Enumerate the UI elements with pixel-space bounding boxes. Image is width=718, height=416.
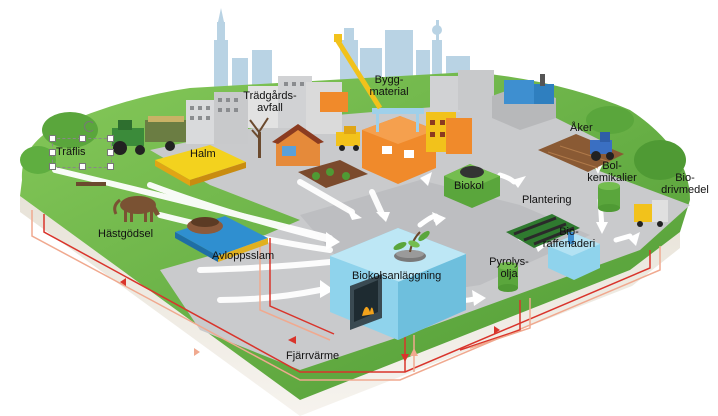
label-line: avfall	[240, 102, 300, 114]
resize-handle[interactable]	[107, 135, 114, 142]
tank-icon	[598, 182, 620, 212]
label-pyrolysolja: Pyrolys- olja	[484, 256, 534, 280]
resize-handle[interactable]	[107, 163, 114, 170]
label-line: Bol-	[584, 160, 640, 172]
feeding-trough	[76, 182, 106, 186]
resize-handle[interactable]	[49, 163, 56, 170]
label-line: Bio-	[534, 226, 604, 238]
rotate-handle-icon[interactable]	[84, 121, 95, 132]
resize-handle[interactable]	[49, 149, 56, 156]
label-line: raffenaderi	[534, 238, 604, 250]
yellow-building	[426, 112, 472, 154]
label-plantering: Plantering	[522, 194, 572, 206]
label-halm: Halm	[190, 148, 216, 160]
resize-handle[interactable]	[79, 163, 86, 170]
label-tradgardsavfall: Trädgårds- avfall	[240, 90, 300, 114]
label-line: material	[364, 86, 414, 98]
label-aker: Åker	[570, 122, 593, 134]
label-line: Bio-	[660, 172, 710, 184]
label-hastgodsel: Hästgödsel	[98, 228, 153, 240]
label-line: Pyrolys-	[484, 256, 534, 268]
label-biodrivmedel: Bio- drivmedel	[660, 172, 710, 196]
resize-handle[interactable]	[49, 135, 56, 142]
label-line: olja	[484, 268, 534, 280]
label-biokolsanlaggning: Biokolsanläggning	[352, 270, 441, 282]
resize-handle[interactable]	[107, 149, 114, 156]
label-bioraffinaderi: Bio- raffenaderi	[534, 226, 604, 250]
label-bolkemikalier: Bol- kemikalier	[584, 160, 640, 184]
label-traflis: Träflis	[56, 146, 86, 158]
label-fjarrvarme: Fjärrvärme	[286, 350, 339, 362]
label-line: drivmedel	[660, 184, 710, 196]
label-avloppsslam: Avloppsslam	[212, 250, 274, 262]
label-byggmaterial: Bygg- material	[364, 74, 414, 98]
label-line: Bygg-	[364, 74, 414, 86]
label-line: Trädgårds-	[240, 90, 300, 102]
resize-handle[interactable]	[79, 135, 86, 142]
label-biokol: Biokol	[454, 180, 484, 192]
label-line: kemikalier	[584, 172, 640, 184]
